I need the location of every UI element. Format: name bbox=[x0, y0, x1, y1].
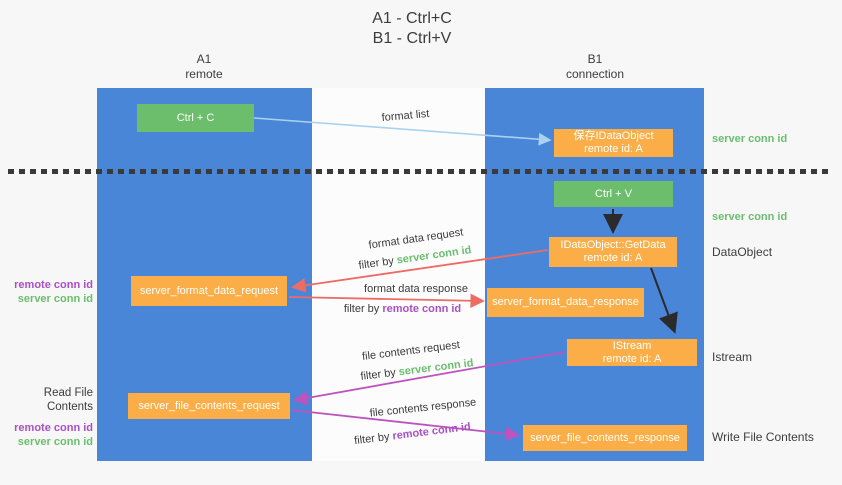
server-conn-id-label-top: server conn id bbox=[712, 133, 788, 145]
node-format-request-label: server_format_data_request bbox=[139, 284, 279, 297]
left-column-name: A1 bbox=[196, 52, 212, 66]
node-ctrl-c-label: Ctrl + C bbox=[176, 111, 215, 124]
node-save-idataobject: 保存IDataObject remote id: A bbox=[554, 129, 673, 157]
write-file-contents-label: Write File Contents bbox=[712, 430, 814, 444]
dotted-separator-line bbox=[8, 169, 830, 174]
remote-conn-id-label: remote conn id bbox=[14, 279, 93, 291]
node-server-file-contents-request: server_file_contents_request bbox=[128, 393, 290, 419]
node-ctrl-v-label: Ctrl + V bbox=[595, 187, 632, 200]
left-conn-id-labels-top: remote conn id server conn id bbox=[0, 278, 93, 306]
node-save-line1: 保存IDataObject bbox=[573, 130, 654, 142]
remote-conn-id-text: remote conn id bbox=[382, 303, 462, 315]
node-ctrl-c: Ctrl + C bbox=[137, 104, 254, 132]
read-file-contents-label: Read File Contents bbox=[43, 387, 93, 413]
node-istream-line2: remote id: A bbox=[602, 352, 662, 365]
node-server-file-contents-response: server_file_contents_response bbox=[523, 425, 687, 451]
node-server-format-data-request: server_format_data_request bbox=[131, 276, 287, 306]
node-getdata-line2: remote id: A bbox=[583, 252, 643, 264]
diagram-title: A1 - Ctrl+C B1 - Ctrl+V bbox=[0, 9, 824, 49]
title-line-2: B1 - Ctrl+V bbox=[372, 30, 452, 47]
node-getdata-line1: IDataObject::GetData bbox=[560, 239, 666, 251]
node-ctrl-v: Ctrl + V bbox=[554, 181, 673, 207]
node-istream-line1: IStream bbox=[612, 339, 652, 352]
node-file-response-label: server_file_contents_response bbox=[530, 431, 680, 444]
dataobject-label: DataObject bbox=[712, 245, 773, 259]
istream-label: Istream bbox=[712, 350, 753, 364]
node-istream: IStream remote id: A bbox=[567, 339, 697, 366]
server-conn-id-label-mid: server conn id bbox=[712, 211, 788, 223]
node-server-format-data-response: server_format_data_response bbox=[487, 288, 644, 317]
remote-conn-id-label: remote conn id bbox=[14, 422, 93, 434]
right-column-name: B1 bbox=[587, 52, 603, 66]
left-conn-id-labels-bottom: Read File Contents remote conn id server… bbox=[0, 386, 93, 449]
server-conn-id-label: server conn id bbox=[17, 293, 93, 305]
server-conn-id-label: server conn id bbox=[17, 436, 93, 448]
node-save-line2: remote id: A bbox=[584, 143, 643, 155]
node-idataobject-getdata: IDataObject::GetData remote id: A bbox=[549, 237, 677, 267]
right-column-header: B1 connection bbox=[535, 52, 655, 82]
left-column-role: remote bbox=[185, 67, 223, 81]
right-column-role: connection bbox=[565, 67, 625, 81]
node-file-request-label: server_file_contents_request bbox=[138, 399, 280, 412]
label-format-data-response: format data response bbox=[364, 283, 468, 295]
title-line-1: A1 - Ctrl+C bbox=[372, 10, 452, 27]
left-column-header: A1 remote bbox=[144, 52, 264, 82]
filter-by-text: filter by bbox=[343, 303, 380, 315]
node-format-response-label: server_format_data_response bbox=[492, 296, 639, 308]
